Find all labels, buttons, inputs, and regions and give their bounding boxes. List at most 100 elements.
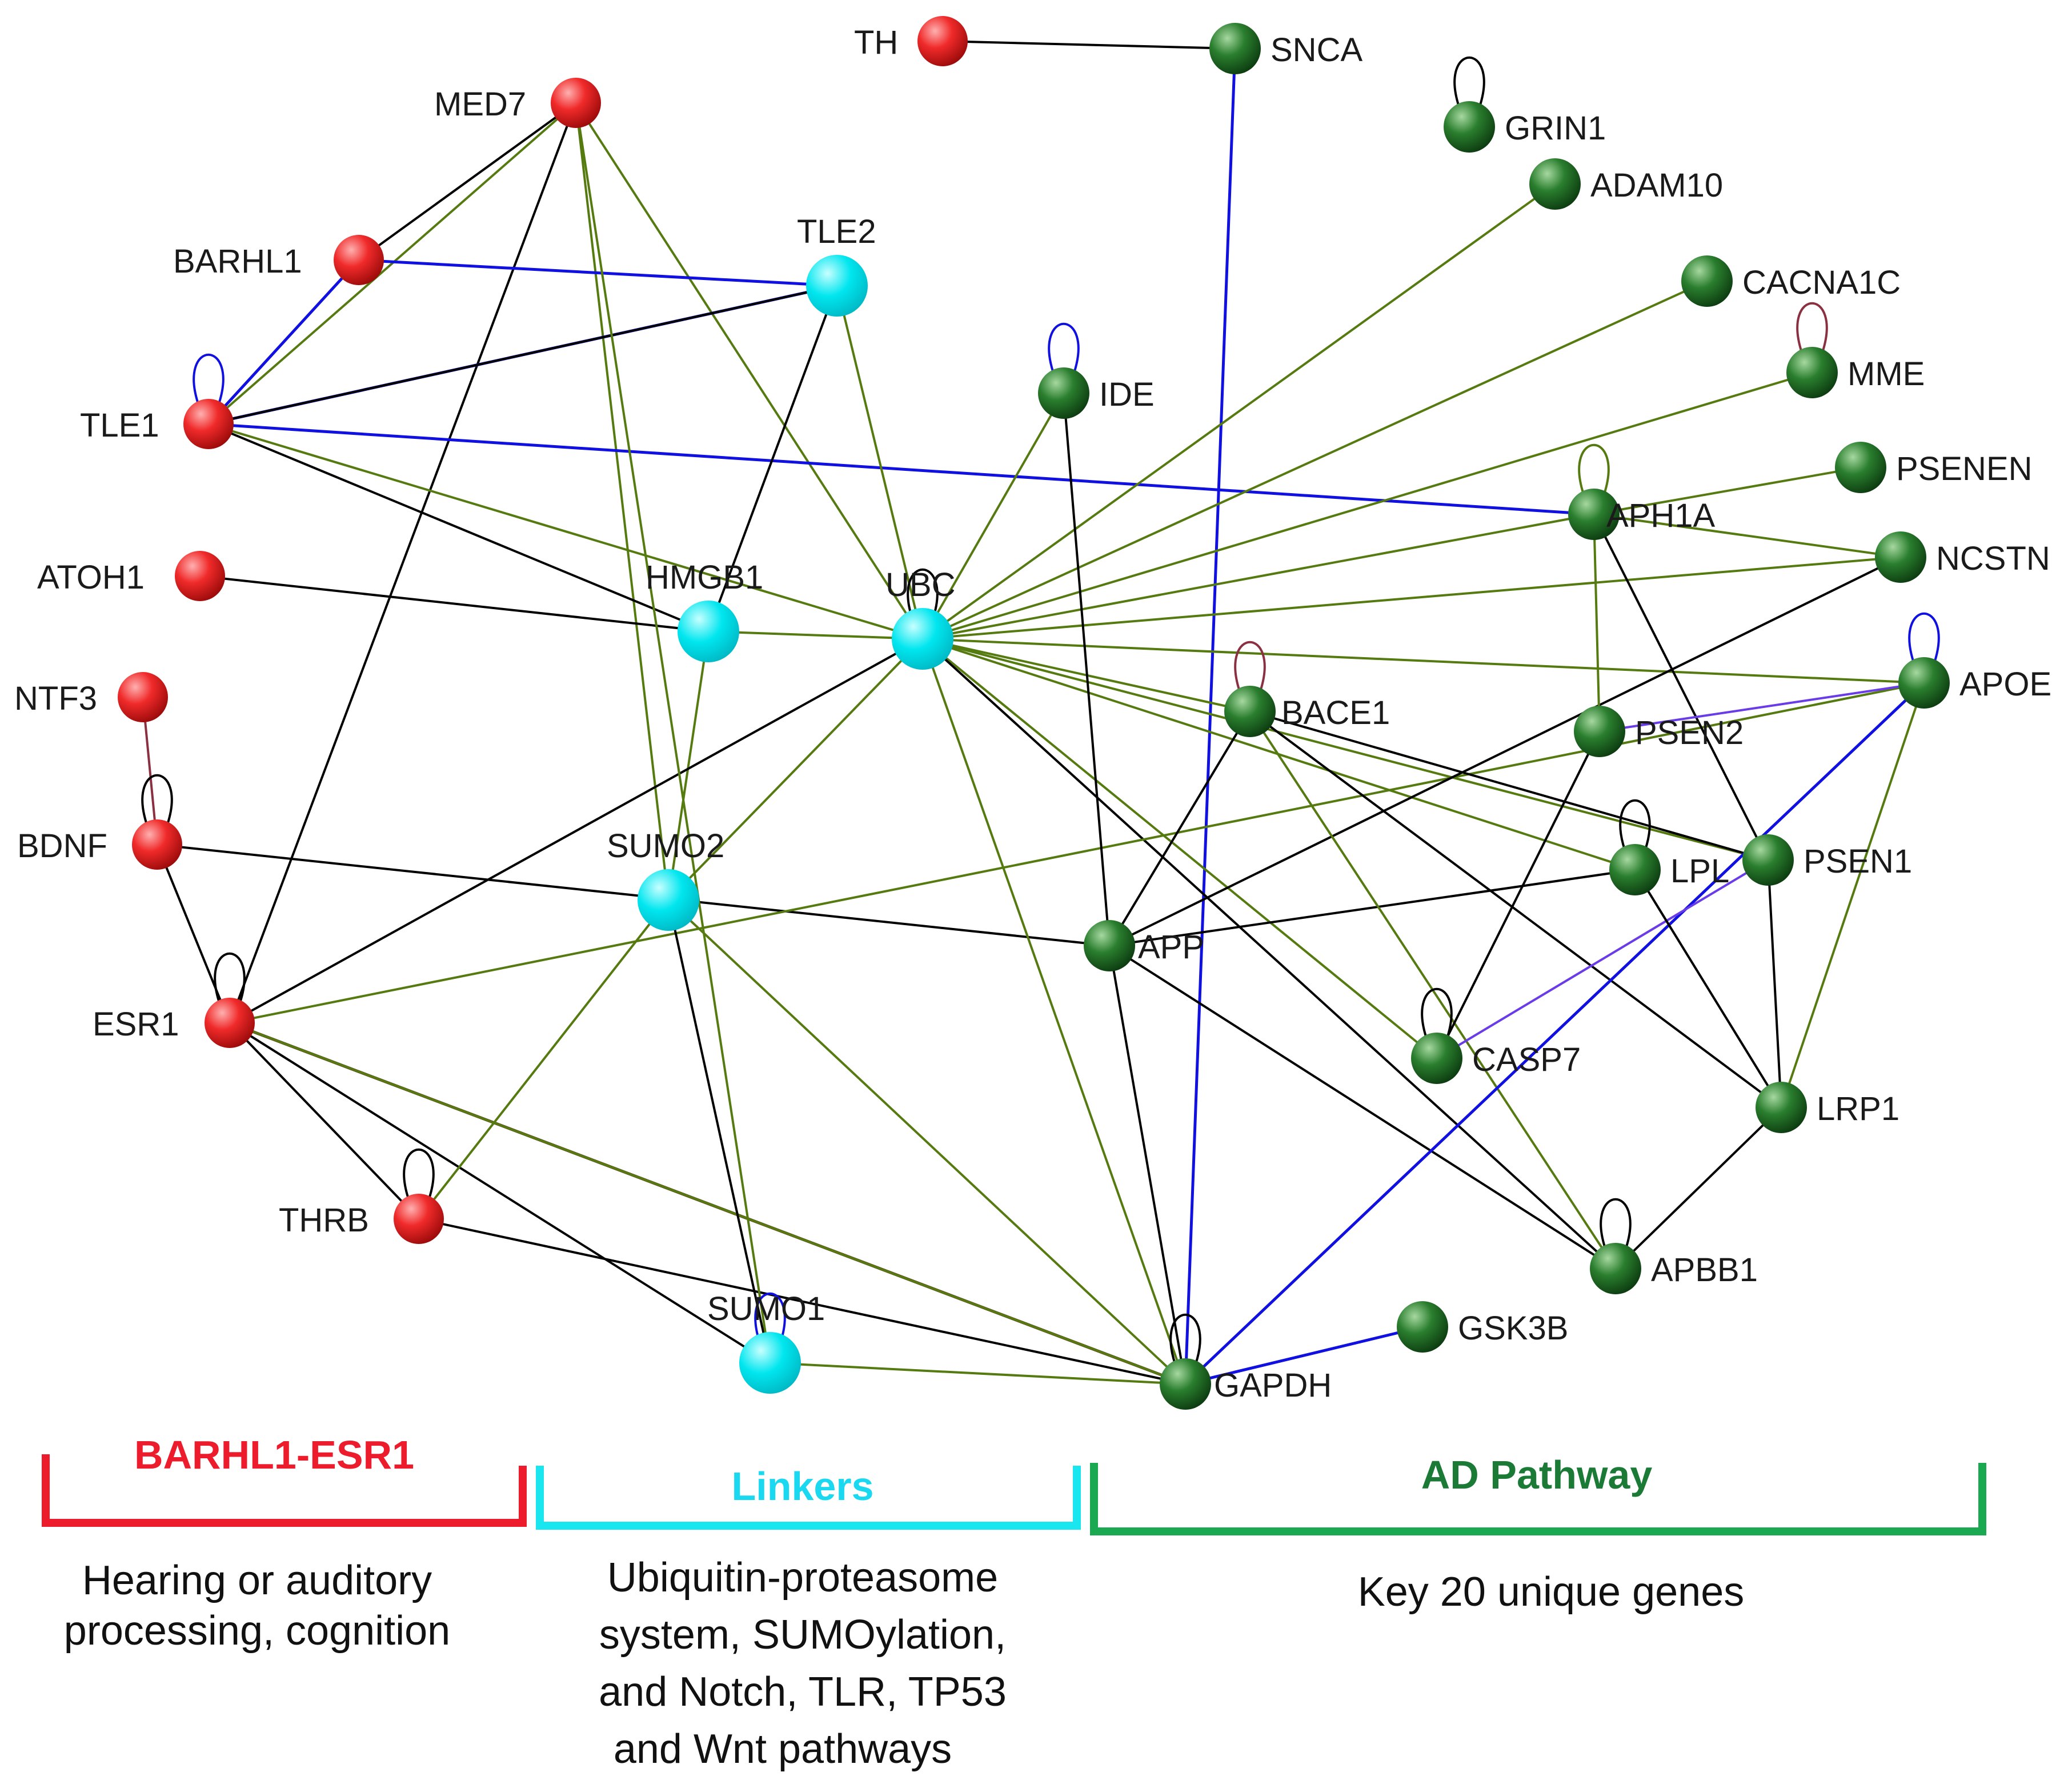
edge-hmgb1-sumo2 xyxy=(667,631,710,901)
node-lpl: LPL xyxy=(1609,844,1729,895)
node-tle1: TLE1 xyxy=(80,399,234,449)
node-circle-lrp1 xyxy=(1756,1082,1807,1133)
edge-sumo2-sumo1 xyxy=(667,899,771,1363)
node-circle-esr1 xyxy=(205,998,255,1048)
node-thrb: THRB xyxy=(279,1194,444,1244)
node-circle-ncstn xyxy=(1875,531,1926,583)
node-circle-tle1 xyxy=(183,399,234,449)
edge-sumo2-thrb xyxy=(418,899,670,1220)
node-label-grin1: GRIN1 xyxy=(1505,110,1606,147)
node-circle-casp7 xyxy=(1411,1033,1462,1084)
node-circle-adam10 xyxy=(1529,158,1581,210)
node-tle2: TLE2 xyxy=(797,213,876,317)
node-label-ubc: UBC xyxy=(885,566,955,603)
edge-tle1-ubc xyxy=(208,423,923,640)
node-sumo2: SUMO2 xyxy=(607,827,724,931)
node-label-app: APP xyxy=(1138,929,1204,966)
node-sumo1: SUMO1 xyxy=(707,1290,825,1394)
group-desc-red-line-2: processing, cognition xyxy=(64,1608,450,1654)
legend-group-cyan: Linkers Ubiquitin-proteasome system, SUM… xyxy=(536,1464,1081,1772)
self-loop-bace1 xyxy=(1234,641,1266,692)
edge-barhl1-tle1 xyxy=(207,259,360,425)
edge-med7-tle1 xyxy=(207,102,577,425)
node-psen2: PSEN2 xyxy=(1574,706,1744,757)
node-label-lpl: LPL xyxy=(1670,853,1729,890)
edge-gsk3b-gapdh xyxy=(1185,1325,1423,1386)
edge-app-apbb1 xyxy=(1108,945,1617,1270)
edge-med7-barhl1 xyxy=(358,102,577,261)
node-label-tle1: TLE1 xyxy=(80,407,159,444)
node-lrp1: LRP1 xyxy=(1756,1082,1899,1133)
node-label-hmgb1: HMGB1 xyxy=(646,559,763,596)
edge-ubc-psen1 xyxy=(922,638,1769,861)
node-circle-mme xyxy=(1786,347,1838,398)
edge-ubc-ide xyxy=(921,393,1065,639)
node-label-snca: SNCA xyxy=(1271,31,1362,69)
edge-ubc-aph1a xyxy=(922,513,1594,640)
edge-sumo1-med7 xyxy=(575,102,771,1363)
node-app: APP xyxy=(1084,920,1204,971)
edges xyxy=(142,40,1925,1386)
legend-group-green: AD Pathway Key 20 unique genes xyxy=(1090,1453,1986,1615)
node-label-tle2: TLE2 xyxy=(797,213,876,250)
edge-ubc-gapdh xyxy=(921,638,1187,1385)
edge-tle1-tle2 xyxy=(208,285,837,425)
node-bace1: BACE1 xyxy=(1224,686,1390,737)
node-atoh1: ATOH1 xyxy=(37,551,225,601)
node-psenen: PSENEN xyxy=(1835,442,2033,493)
node-circle-bdnf xyxy=(132,819,182,870)
bracket-cyan xyxy=(536,1466,1081,1530)
node-label-psen2: PSEN2 xyxy=(1635,714,1744,751)
group-desc-cyan-line-2: system, SUMOylation, xyxy=(599,1612,1006,1658)
node-label-esr1: ESR1 xyxy=(93,1006,179,1043)
self-loop-ubc xyxy=(907,568,939,619)
edge-atoh1-hmgb1 xyxy=(199,575,709,633)
node-label-med7: MED7 xyxy=(434,86,526,123)
edge-app-gapdh xyxy=(1108,945,1187,1385)
edge-barhl1-tle2 xyxy=(358,258,837,287)
edge-th-snca xyxy=(942,40,1236,50)
edge-ubc-cacna1c xyxy=(922,280,1708,640)
node-circle-grin1 xyxy=(1444,101,1495,153)
node-label-casp7: CASP7 xyxy=(1472,1041,1581,1078)
node-label-barhl1: BARHL1 xyxy=(173,243,302,280)
edge-bdnf-esr1 xyxy=(156,844,231,1023)
edge-app-lpl xyxy=(1109,869,1636,947)
group-title-red: BARHL1-ESR1 xyxy=(134,1433,414,1477)
self-loop-esr1 xyxy=(214,952,246,1003)
node-circle-ntf3 xyxy=(118,672,168,722)
node-ide: IDE xyxy=(1038,367,1155,419)
node-label-sumo1: SUMO1 xyxy=(707,1290,825,1327)
node-label-psen1: PSEN1 xyxy=(1804,843,1912,880)
node-gapdh: GAPDH xyxy=(1160,1358,1332,1410)
node-label-thrb: THRB xyxy=(279,1202,369,1239)
node-label-ide: IDE xyxy=(1099,376,1155,413)
edge-ubc-sumo2 xyxy=(667,638,924,901)
node-hmgb1: HMGB1 xyxy=(646,559,763,662)
group-title-green: AD Pathway xyxy=(1421,1453,1653,1497)
group-desc-cyan-line-1: Ubiquitin-proteasome xyxy=(607,1555,998,1601)
node-circle-psenen xyxy=(1835,442,1886,493)
edge-apoe-lrp1 xyxy=(1780,682,1925,1108)
self-loop-sumo1 xyxy=(754,1292,786,1343)
edge-psen1-lrp1 xyxy=(1767,859,1782,1108)
node-circle-snca xyxy=(1209,23,1261,74)
edge-med7-ubc xyxy=(575,102,924,640)
self-loop-aph1a xyxy=(1578,443,1610,495)
node-circle-med7 xyxy=(551,78,601,128)
edge-sumo1-gapdh xyxy=(770,1362,1186,1385)
edge-bdnf-app xyxy=(157,843,1110,947)
node-cacna1c: CACNA1C xyxy=(1681,255,1901,307)
legend-group-red: BARHL1-ESR1 Hearing or auditory processi… xyxy=(42,1433,527,1654)
edge-psen2-casp7 xyxy=(1436,731,1601,1059)
group-title-cyan: Linkers xyxy=(732,1464,874,1509)
edge-med7-sumo2 xyxy=(575,102,670,901)
edge-lpl-lrp1 xyxy=(1634,869,1782,1109)
node-label-sumo2: SUMO2 xyxy=(607,827,724,865)
node-label-mme: MME xyxy=(1847,355,1925,393)
self-loop-ide xyxy=(1048,322,1080,374)
node-circle-barhl1 xyxy=(334,235,384,285)
node-circle-hmgb1 xyxy=(678,601,739,662)
node-esr1: ESR1 xyxy=(93,998,255,1048)
